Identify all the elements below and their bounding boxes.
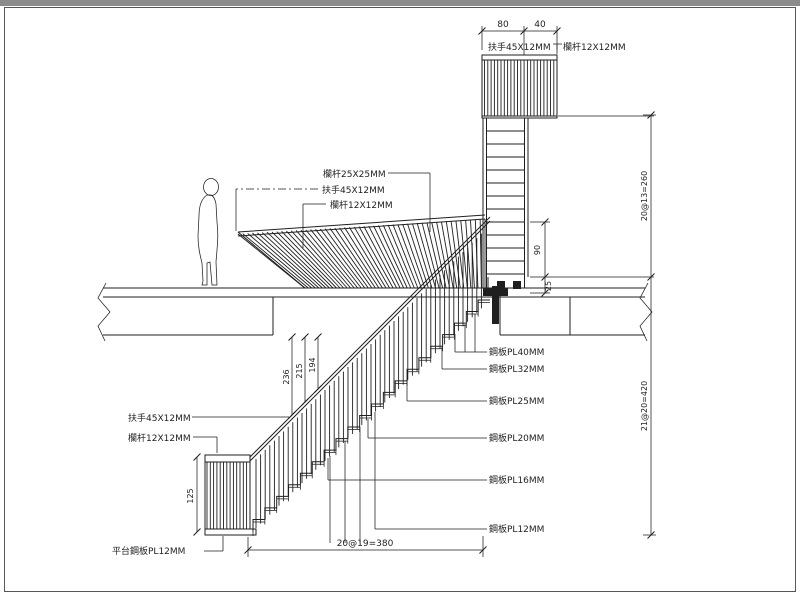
plate-label-pl32: 鋼板PL32MM — [489, 363, 544, 375]
left-handrail-label: 扶手45X12MM — [128, 412, 191, 424]
top-baluster-label: 欄杆12X12MM — [563, 41, 626, 53]
fan-railing-balusters — [237, 219, 486, 289]
tower-foot-left — [497, 281, 505, 289]
dim-80-label: 80 — [497, 20, 509, 30]
dim-194-label: 194 — [308, 357, 317, 372]
mid-handrail-label: 扶手45X12MM — [322, 184, 385, 196]
mid-baluster-label: 欄杆12X12MM — [330, 199, 393, 211]
annotation-texts: 80 40 扶手45X12MM 欄杆12X12MM 欄杆25X25MM 扶手45… — [112, 20, 649, 557]
plate-leaders — [327, 314, 487, 530]
dim-90-label: 90 — [533, 245, 542, 255]
left-baluster-label: 欄杆12X12MM — [128, 432, 191, 444]
dim-bottom-run-label: 20@19=380 — [337, 539, 394, 549]
anchor-post — [492, 286, 499, 324]
dim-upper-run-label: 20@13=260 — [640, 171, 649, 221]
upper-flight-tower — [481, 54, 558, 324]
top-rail-balusters — [484, 60, 555, 116]
tread-extension-lines — [329, 427, 361, 543]
top-handrail-label: 扶手45X12MM — [488, 41, 551, 53]
dim-40-label: 40 — [534, 20, 546, 30]
drawing-frame — [4, 7, 796, 592]
tower-rungs — [486, 130, 525, 275]
platform-railing — [204, 454, 257, 536]
dim-215-label: 215 — [295, 363, 304, 378]
stair-tread-plates — [253, 302, 490, 523]
mid-post-label: 欄杆25X25MM — [323, 168, 386, 180]
dimension-ticks — [193, 27, 655, 554]
plate-label-pl25: 鋼板PL25MM — [489, 395, 544, 407]
plate-label-pl12: 鋼板PL12MM — [489, 523, 544, 535]
leader-lines — [192, 43, 562, 552]
dim-236-label: 236 — [282, 369, 291, 384]
dim-125-label: 125 — [186, 488, 195, 503]
plate-label-pl40: 鋼板PL40MM — [489, 346, 544, 358]
person-figure — [197, 178, 219, 286]
platform-plate-label: 平台鋼板PL12MM — [112, 545, 185, 557]
tower-foot-right — [513, 281, 521, 289]
lower-flight — [249, 216, 491, 543]
dim-lower-run-label: 21@20=420 — [640, 381, 649, 431]
plate-label-pl16: 鋼板PL16MM — [489, 474, 544, 486]
floor-break-right — [639, 282, 653, 342]
floor-slab — [97, 282, 653, 342]
plate-label-pl20: 鋼板PL20MM — [489, 432, 544, 444]
top-rail-block — [481, 54, 558, 119]
fan-railing — [237, 214, 486, 289]
floor-break-left — [97, 282, 111, 342]
dimension-lines — [193, 26, 656, 557]
platform-balusters — [206, 462, 248, 529]
dim-25-label: 25 — [544, 281, 553, 291]
window-top-bar — [0, 0, 800, 6]
